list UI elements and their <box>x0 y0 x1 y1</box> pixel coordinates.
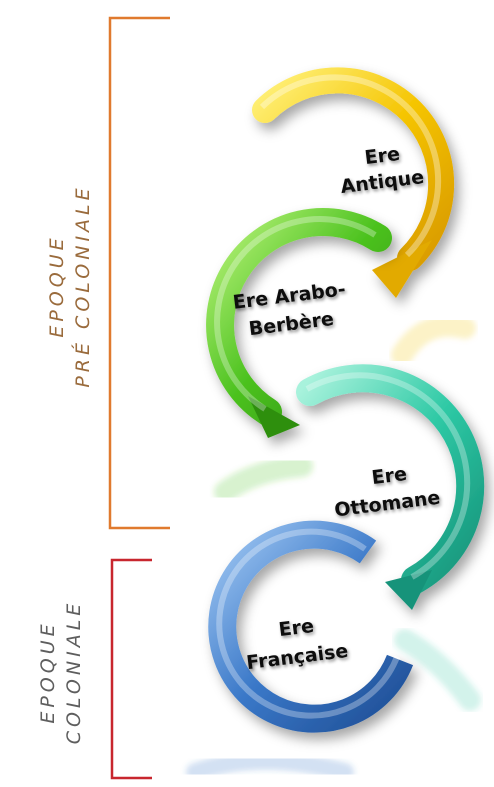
pre-colonial-bracket <box>108 16 170 530</box>
era-antique-line1: Ere <box>363 143 401 169</box>
epoch-label-colonial: EPOQUE COLONIALE <box>35 572 95 772</box>
faded-swoosh <box>391 314 476 366</box>
epoch-label-line2: PRÉ COLONIALE <box>72 184 94 388</box>
epoch-label-line2: COLONIALE <box>63 599 85 745</box>
era-ottomane-line1: Ere <box>370 463 408 489</box>
era-francaise-line2: Française <box>245 640 349 674</box>
epoch-label-line1: EPOQUE <box>37 620 59 724</box>
epoch-label-pre-colonial: EPOQUE PRÉ COLONIALE <box>44 136 104 436</box>
colonial-bracket <box>110 558 152 780</box>
faded-swoosh <box>394 629 481 711</box>
circular-arrow-icon <box>296 364 485 610</box>
circular-arrow-icon <box>206 208 392 438</box>
circular-arrow-icon <box>208 520 414 733</box>
epoch-label-line1: EPOQUE <box>46 234 68 338</box>
era-antique-line2: Antique <box>339 166 425 198</box>
faded-swoosh <box>214 455 313 503</box>
era-arabo-berbere-line2: Berbère <box>248 308 336 340</box>
circular-arrow-icon <box>252 67 455 298</box>
era-ottomane-line2: Ottomane <box>333 487 441 522</box>
faded-swoosh <box>186 752 354 781</box>
era-francaise-line1: Ere <box>277 615 315 641</box>
